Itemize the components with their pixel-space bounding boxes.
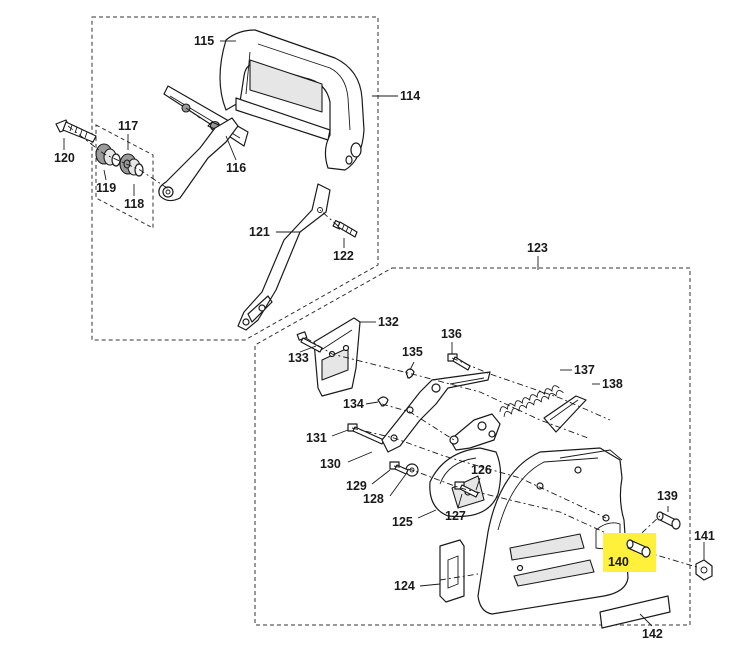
callout-126: 126 — [471, 463, 492, 477]
nut-part-141 — [695, 559, 713, 581]
label-strip-part-142 — [599, 595, 671, 629]
screw-part-131 — [347, 423, 385, 445]
screw-part-129 — [389, 461, 409, 475]
cover-plate-part-124 — [439, 539, 465, 603]
callout-132: 132 — [378, 315, 399, 329]
assembly-group-117-frame — [95, 124, 154, 229]
callout-138: 138 — [602, 377, 623, 391]
callout-121: 121 — [249, 225, 270, 239]
screw-part-133 — [296, 331, 323, 353]
handle-bar-part-114 — [219, 29, 365, 171]
callout-129: 129 — [346, 479, 367, 493]
callout-134: 134 — [343, 397, 364, 411]
callout-128: 128 — [363, 492, 384, 506]
screw-part-127 — [454, 481, 479, 498]
callout-133: 133 — [288, 351, 309, 365]
callout-139: 139 — [657, 489, 678, 503]
callout-140: 140 — [608, 555, 629, 569]
pin-part-139 — [656, 511, 681, 530]
callout-labels: 115 114 117 120 116 119 118 121 122 123 … — [54, 34, 715, 641]
brake-linkage — [449, 413, 501, 451]
lever-rod-part-121 — [237, 183, 331, 331]
callout-123: 123 — [527, 241, 548, 255]
callout-131: 131 — [306, 431, 327, 445]
callout-130: 130 — [320, 457, 341, 471]
callout-120: 120 — [54, 151, 75, 165]
screw-part-122 — [332, 219, 358, 238]
pad-part-138 — [543, 395, 587, 433]
plate-part-132 — [313, 317, 361, 397]
callout-125: 125 — [392, 515, 413, 529]
clip-part-135 — [405, 368, 415, 379]
assembly-group-114-frame — [91, 16, 379, 341]
handle-arm-lever — [158, 117, 239, 202]
callout-119: 119 — [96, 181, 116, 195]
callout-118: 118 — [124, 197, 144, 211]
bushing-part-119 — [95, 143, 121, 167]
callout-124: 124 — [394, 579, 415, 593]
callout-137: 137 — [574, 363, 595, 377]
side-cover-part-123 — [477, 447, 629, 615]
screw-part-120 — [55, 119, 97, 143]
callout-117: 117 — [118, 119, 138, 133]
callout-115: 115 — [194, 34, 214, 48]
callout-116: 116 — [226, 161, 246, 175]
assembly-group-123-frame — [254, 267, 691, 626]
callout-142: 142 — [642, 627, 663, 641]
screw-part-136 — [447, 353, 471, 371]
callout-114: 114 — [400, 89, 420, 103]
callout-136: 136 — [441, 327, 462, 341]
clip-part-134 — [377, 396, 389, 407]
pin-part-140-on-highlight — [626, 539, 651, 558]
callout-122: 122 — [333, 249, 354, 263]
brake-drum-part-125 — [429, 447, 502, 518]
callout-135: 135 — [402, 345, 423, 359]
bushing-part-118 — [119, 153, 144, 177]
brake-lever-part-130 — [381, 371, 491, 453]
callout-127: 127 — [445, 509, 466, 523]
callout-141: 141 — [694, 529, 715, 543]
assembly-lines — [67, 107, 701, 581]
